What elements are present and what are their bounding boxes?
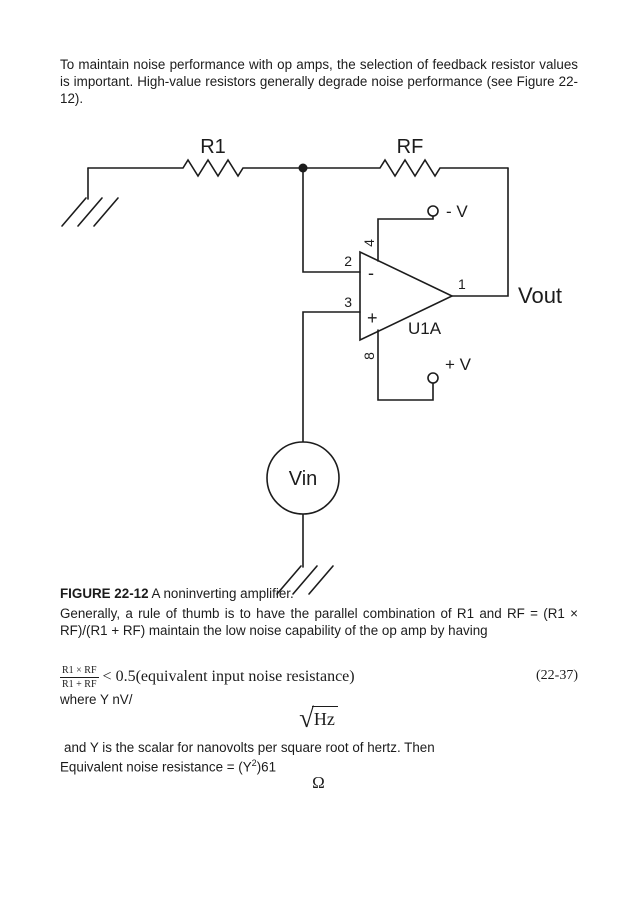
pin1-label: 1 (458, 276, 466, 292)
body-paragraph: Generally, a rule of thumb is to have th… (60, 606, 578, 638)
vin-source-circle (266, 441, 340, 515)
scalar-line: and Y is the scalar for nanovolts per sq… (64, 740, 435, 755)
figure-caption-text: A noninverting amplifier. (148, 586, 294, 601)
ground-symbol-left (61, 197, 119, 227)
wire-feedback-to-output (451, 167, 509, 297)
vin-label: Vin (289, 468, 318, 490)
figure-caption: FIGURE 22-12 A noninverting amplifier. (60, 586, 578, 601)
equiv-prefix: Equivalent noise resistance = (Y (60, 759, 252, 775)
ground-symbol-bottom (276, 565, 334, 595)
equiv-suffix: )61 (256, 759, 277, 775)
wire-negative-supply-pin4 (377, 215, 434, 262)
intro-paragraph: To maintain noise performance with op am… (60, 57, 578, 106)
equation-22-37: R1 × RF R1 + RF < 0.5(equivalent input n… (60, 660, 578, 694)
omega-symbol: Ω (312, 773, 325, 792)
neg-supply-label: - V (446, 202, 468, 221)
pin8-label: 8 (361, 352, 377, 360)
radical-sign: √ (299, 703, 314, 733)
wire-noninverting-input (302, 311, 361, 443)
equation-number: (22-37) (536, 668, 578, 683)
wire-top-rail-with-resistors (87, 158, 509, 178)
fraction-numerator: R1 × RF (60, 664, 99, 678)
pin2-label: 2 (344, 253, 352, 269)
neg-supply-terminal (427, 205, 439, 217)
equation-rhs: < 0.5(equivalent input noise resistance) (102, 668, 355, 685)
r1-label: R1 (200, 136, 226, 158)
fraction-denominator: R1 + RF (62, 678, 97, 690)
equation-fraction: R1 × RF R1 + RF (60, 665, 99, 690)
wire-inverting-input (302, 167, 361, 273)
noninverting-input-sign: + (367, 308, 378, 328)
vout-label: Vout (518, 283, 562, 308)
equiv-superscript: 2 (251, 758, 257, 768)
figure-caption-label: FIGURE 22-12 (60, 586, 149, 601)
pos-supply-terminal (427, 372, 439, 384)
sqrt-hz-expression: √Hz (0, 703, 637, 733)
pos-supply-label: + V (445, 355, 472, 374)
opamp-triangle (359, 250, 454, 342)
rf-label: RF (397, 136, 424, 158)
radicand-hz: Hz (311, 706, 338, 730)
opamp-designator-label: U1A (408, 319, 442, 338)
wire-positive-supply-pin8 (377, 329, 434, 401)
inverting-input-sign: - (368, 263, 374, 283)
pin4-label: 4 (361, 239, 377, 247)
equivalent-resistance-line: Equivalent noise resistance = (Y2)61 (60, 758, 276, 774)
junction-dot (298, 163, 308, 173)
where-line: where Y nV/ (60, 692, 133, 707)
pin3-label: 3 (344, 294, 352, 310)
